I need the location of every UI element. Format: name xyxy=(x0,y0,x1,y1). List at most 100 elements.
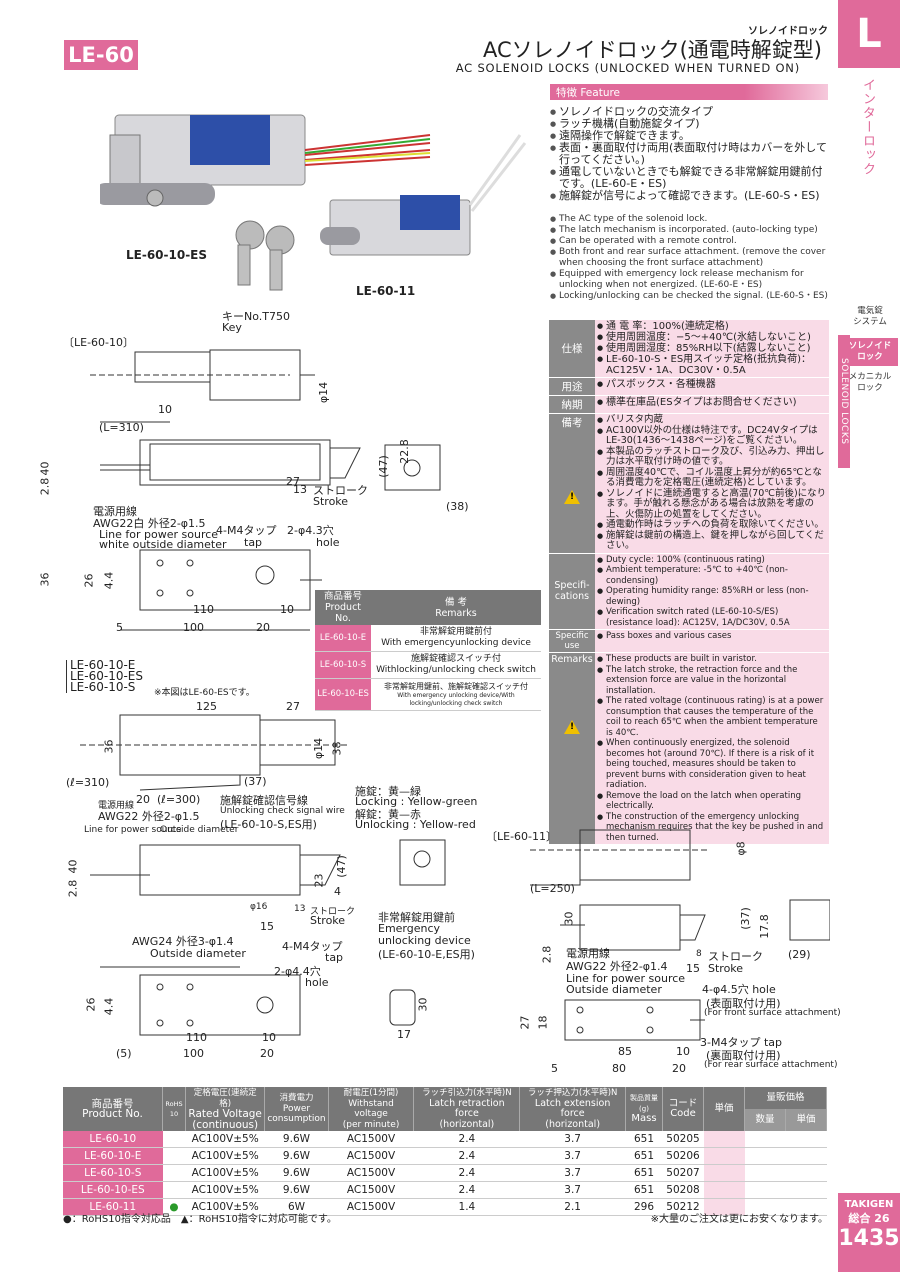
table-cell: AC100V±5% xyxy=(185,1198,265,1216)
dim-label: 10 xyxy=(676,1045,690,1058)
table-cell xyxy=(162,1131,186,1148)
dim-label: Stroke xyxy=(708,962,744,975)
dim-label: ストローク xyxy=(310,907,356,917)
dim-label: φ8 xyxy=(734,841,748,856)
table-row: LE-60-10-S AC100V±5% 9.6W AC1500V 2.4 3.… xyxy=(63,1164,827,1182)
dim-label: (37) xyxy=(244,775,267,788)
column-header: 量販価格 xyxy=(766,1091,805,1103)
sidebar-item-solenoid[interactable]: ソレノイド ロック xyxy=(842,338,898,366)
table-cell: AC1500V xyxy=(328,1198,414,1216)
column-header: 10 xyxy=(169,1110,179,1118)
table-cell: 9.6W xyxy=(264,1131,329,1148)
column-header: RoHS xyxy=(165,1099,183,1108)
dim-label: ストローク xyxy=(313,484,368,497)
list-item: 表面・裏面取付け両用(表面取付け時はカバーを外して行ってください。) xyxy=(550,142,830,166)
dim-label: (ℓ=310) xyxy=(66,776,110,789)
drawing-title: 〔LE-60-10〕 xyxy=(63,336,135,349)
table-cell: 施解錠確認スイッチ付 xyxy=(410,654,501,664)
wire-color-label: 解錠：黄—赤 xyxy=(355,808,421,821)
dim-label: φ14 xyxy=(312,737,326,760)
list-item: パスボックス・各種機器 xyxy=(597,379,827,390)
drawing-title: 〔LE-60-11〕 xyxy=(486,830,558,843)
table-cell xyxy=(744,1181,786,1199)
wire-label: AWG24 外径3-φ1.4 xyxy=(132,935,234,948)
table-cell: 3.7 xyxy=(519,1131,626,1148)
table-row: LE-60-10-ES AC100V±5% 9.6W AC1500V 2.4 3… xyxy=(63,1181,827,1199)
table-cell: 50208 xyxy=(662,1181,704,1199)
wire-label: AWG22白 外径2-φ1.5 xyxy=(93,517,206,530)
column-header: 耐電圧(1分間) xyxy=(343,1088,399,1098)
dim-label: 17.8 xyxy=(757,914,771,939)
wire-color-label: Locking : Yellow-green xyxy=(355,795,478,808)
list-item: 施解錠が信号によって確認できます。(LE-60-S・ES) xyxy=(550,190,830,203)
table-cell: 50212 xyxy=(662,1198,704,1216)
dim-label: (ℓ=300) xyxy=(157,793,201,806)
list-item: バリスタ内蔵 xyxy=(597,414,827,426)
key-label-en: Key xyxy=(222,321,242,334)
table-cell: AC1500V xyxy=(328,1164,414,1182)
list-item: ソレノイドロックの交流タイプ xyxy=(550,106,830,119)
wire-label: Line for power source xyxy=(84,825,182,835)
tap-label: tap xyxy=(325,951,344,964)
list-item: AC100V以外の仕様は特注です。DC24Vタイプは LE-30(1436〜14… xyxy=(597,425,827,447)
table-cell: LE-60-10 xyxy=(63,1131,163,1148)
dim-label: 26 xyxy=(82,573,96,588)
table-cell: 2.4 xyxy=(413,1164,520,1182)
hole-label: 2-φ4.3穴 xyxy=(287,524,334,537)
list-item: 通電していないときでも解錠できる非常解錠用鍵前付です。(LE-60-E・ES) xyxy=(550,166,830,190)
table-cell: AC1500V xyxy=(328,1147,414,1165)
column-header: 製品質量(g) xyxy=(630,1094,658,1113)
table-cell: LE-60-10-E xyxy=(315,625,371,652)
table-cell: 2.4 xyxy=(413,1181,520,1199)
list-item: 通 電 率：100%(連続定格) xyxy=(597,321,827,332)
table-cell: LE-60-10-ES xyxy=(63,1181,163,1199)
list-item: 使用周囲温度：−5〜+40℃(氷結しないこと) xyxy=(597,332,827,343)
table-cell: LE-60-10-E xyxy=(63,1147,163,1165)
list-item: 周囲温度40℃で、コイル温度上昇分が約65℃となる消費電力を定格電圧(連続定格)… xyxy=(597,467,827,489)
dim-label: 15 xyxy=(686,962,700,975)
dim-label: 20 xyxy=(672,1062,686,1075)
dim-label: (5) xyxy=(116,1047,132,1060)
list-item: The construction of the emergency unlock… xyxy=(597,812,827,844)
drawing-titles: LE-60-10-E LE-60-10-ES LE-60-10-S xyxy=(66,659,143,693)
warning-icon: ! xyxy=(550,490,594,507)
table-cell: AC100V±5% xyxy=(185,1147,265,1165)
dim-label: (47) xyxy=(334,855,348,878)
sidebar-item-electric[interactable]: 電気錠 システム xyxy=(853,306,887,327)
drawing-note: ※本図はLE-60-ESです。 xyxy=(154,688,255,698)
technical-drawing xyxy=(90,349,361,631)
list-item: The rated voltage (continuous rating) is… xyxy=(597,696,827,738)
sidebar-item-mechanical[interactable]: メカニカル ロック xyxy=(848,372,892,393)
table-cell: 651 xyxy=(625,1147,663,1165)
dim-label: 13 xyxy=(293,483,307,496)
table-cell xyxy=(162,1164,186,1182)
list-item: Can be operated with a remote control. xyxy=(550,236,830,247)
key-label-jp: キーNo.T750 xyxy=(222,310,290,323)
column-header: 備 考 xyxy=(444,596,468,608)
page-badge: TAKIGEN 総合 26 1435 xyxy=(838,1193,900,1272)
spec-label: 仕様 xyxy=(549,320,595,378)
list-item: Ambient temperature: -5℃ to +40℃ (non-co… xyxy=(597,565,827,586)
table-cell: 9.6W xyxy=(264,1181,329,1199)
table-cell xyxy=(162,1147,186,1165)
technical-drawing xyxy=(80,714,350,1036)
list-item: 標準在庫品(ESタイプはお問合せください) xyxy=(597,397,827,408)
hole-label: 4-φ4.5穴 hole xyxy=(702,983,776,996)
tap-label: 3-M4タップ tap xyxy=(700,1036,782,1049)
dim-label: 10 xyxy=(158,403,172,416)
list-item: 使用周囲湿度：85%RH以下(結露しないこと) xyxy=(597,343,827,354)
table-cell: LE-60-10-ES xyxy=(315,678,371,711)
dim-label: 38 xyxy=(330,741,344,756)
table-cell: AC1500V xyxy=(328,1181,414,1199)
column-header: 商品番号 xyxy=(323,591,362,602)
table-cell: With emergency unlocking device/With loc… xyxy=(397,692,515,707)
table-cell: 3.7 xyxy=(519,1147,626,1165)
signal-label: 施解錠確認信号線 xyxy=(220,794,308,807)
table-cell: 非常解錠用鍵前、施解錠確認スイッチ付 xyxy=(384,682,528,691)
remarks-en-label: Remarks xyxy=(551,654,593,665)
brand-name: TAKIGEN xyxy=(844,1199,894,1210)
dim-label: (L=250) xyxy=(530,882,575,895)
tap-label: 4-M4タップ xyxy=(282,940,343,953)
hole-label: (For front surface attachment) xyxy=(704,1008,841,1018)
